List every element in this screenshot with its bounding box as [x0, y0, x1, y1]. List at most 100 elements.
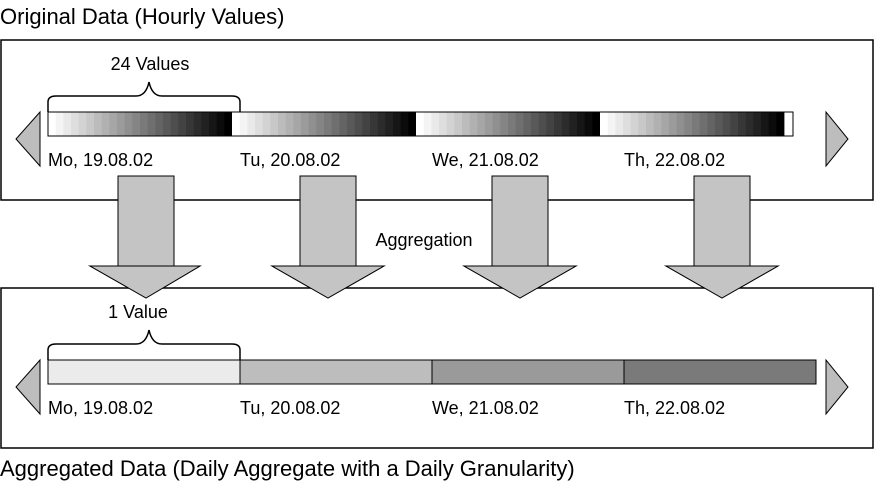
- hourly-value-cell: [377, 112, 386, 136]
- hourly-value-cell: [492, 112, 501, 136]
- hourly-strip: [48, 112, 785, 136]
- aggregation-arrow-4-tip: [664, 265, 780, 299]
- hourly-value-cell: [71, 112, 80, 136]
- hourly-value-cell: [385, 112, 394, 136]
- hourly-value-cell: [531, 112, 540, 136]
- hourly-value-cell: [201, 112, 210, 136]
- bottom-right-arrow-icon: [825, 358, 849, 416]
- hourly-value-cell: [577, 112, 586, 136]
- hourly-value-cell: [761, 112, 770, 136]
- hourly-value-cell: [193, 112, 202, 136]
- hourly-value-cell: [776, 112, 785, 136]
- hourly-value-cell: [615, 112, 624, 136]
- hourly-value-cell: [638, 112, 647, 136]
- hourly-value-cell: [485, 112, 494, 136]
- hourly-value-cell: [623, 112, 632, 136]
- daily-cell-mo: [47, 359, 241, 385]
- aggregation-arrow-1-tip: [88, 265, 202, 299]
- bottom-date-th: Th, 22.08.02: [624, 398, 725, 418]
- hourly-value-cell: [600, 112, 609, 136]
- top-date-we: We, 21.08.02: [432, 150, 539, 170]
- hourly-value-cell: [178, 112, 187, 136]
- hourly-value-cell: [255, 112, 264, 136]
- hourly-value-cell: [416, 112, 425, 136]
- top-left-arrow-icon: [15, 110, 41, 168]
- hourly-value-cell: [523, 112, 532, 136]
- hourly-value-cell: [630, 112, 639, 136]
- hourly-value-cell: [462, 112, 471, 136]
- daily-cell-we: [431, 359, 625, 385]
- hourly-value-cell: [86, 112, 95, 136]
- hourly-value-cell: [515, 112, 524, 136]
- hourly-value-cell: [692, 112, 701, 136]
- hourly-value-cell: [247, 112, 256, 136]
- hourly-value-cell: [561, 112, 570, 136]
- hourly-value-cell: [738, 112, 747, 136]
- hourly-value-cell: [55, 112, 64, 136]
- bottom-panel-title: Aggregated Data (Daily Aggregate with a …: [0, 456, 575, 481]
- hourly-value-cell: [155, 112, 164, 136]
- hourly-value-cell: [109, 112, 118, 136]
- hourly-value-cell: [354, 112, 363, 136]
- hourly-value-cell: [393, 112, 402, 136]
- bottom-date-mo: Mo, 19.08.02: [48, 398, 153, 418]
- top-brace-label: 24 Values: [111, 54, 190, 74]
- hourly-value-cell: [270, 112, 279, 136]
- bottom-left-arrow-icon: [15, 358, 41, 416]
- hourly-value-cell: [209, 112, 218, 136]
- bottom-date-tu: Tu, 20.08.02: [240, 398, 340, 418]
- hourly-value-cell: [431, 112, 440, 136]
- hourly-value-cell: [339, 112, 348, 136]
- hourly-value-cell: [554, 112, 563, 136]
- hourly-value-cell: [730, 112, 739, 136]
- aggregation-arrow-3-tip: [462, 265, 578, 299]
- hourly-value-cell: [469, 112, 478, 136]
- hourly-value-cell: [324, 112, 333, 136]
- hourly-value-cell: [408, 112, 417, 136]
- hourly-value-cell: [316, 112, 325, 136]
- hourly-value-cell: [500, 112, 509, 136]
- hourly-value-cell: [584, 112, 593, 136]
- hourly-value-cell: [239, 112, 248, 136]
- daily-cell-th: [623, 359, 817, 385]
- top-right-arrow-icon: [825, 110, 849, 168]
- aggregation-arrow-2-tip: [270, 265, 386, 299]
- hourly-value-cell: [592, 112, 601, 136]
- hourly-value-cell: [232, 112, 241, 136]
- hourly-value-cell: [301, 112, 310, 136]
- hourly-value-cell: [400, 112, 409, 136]
- hourly-value-cell: [707, 112, 716, 136]
- daily-cell-tu: [239, 359, 433, 385]
- hourly-value-cell: [293, 112, 302, 136]
- hourly-value-cell: [715, 112, 724, 136]
- hourly-value-cell: [722, 112, 731, 136]
- hourly-value-cell: [117, 112, 126, 136]
- hourly-value-cell: [607, 112, 616, 136]
- hourly-value-cell: [753, 112, 762, 136]
- hourly-value-cell: [262, 112, 271, 136]
- bottom-brace-label: 1 Value: [108, 302, 168, 322]
- hourly-value-cell: [224, 112, 233, 136]
- top-brace: [47, 81, 241, 112]
- hourly-value-cell: [285, 112, 294, 136]
- top-date-th: Th, 22.08.02: [624, 150, 725, 170]
- top-date-tu: Tu, 20.08.02: [240, 150, 340, 170]
- hourly-value-cell: [140, 112, 149, 136]
- hourly-value-cell: [124, 112, 133, 136]
- hourly-value-cell: [170, 112, 179, 136]
- hourly-value-cell: [331, 112, 340, 136]
- hourly-value-cell: [347, 112, 356, 136]
- hourly-value-cell: [676, 112, 685, 136]
- hourly-value-cell: [186, 112, 195, 136]
- hourly-value-cell: [745, 112, 754, 136]
- hourly-strip-border: [47, 111, 794, 137]
- hourly-value-cell: [508, 112, 517, 136]
- hourly-value-cell: [454, 112, 463, 136]
- hourly-value-cell: [669, 112, 678, 136]
- hourly-value-cell: [699, 112, 708, 136]
- hourly-value-cell: [768, 112, 777, 136]
- hourly-value-cell: [653, 112, 662, 136]
- hourly-value-cell: [147, 112, 156, 136]
- hourly-value-cell: [308, 112, 317, 136]
